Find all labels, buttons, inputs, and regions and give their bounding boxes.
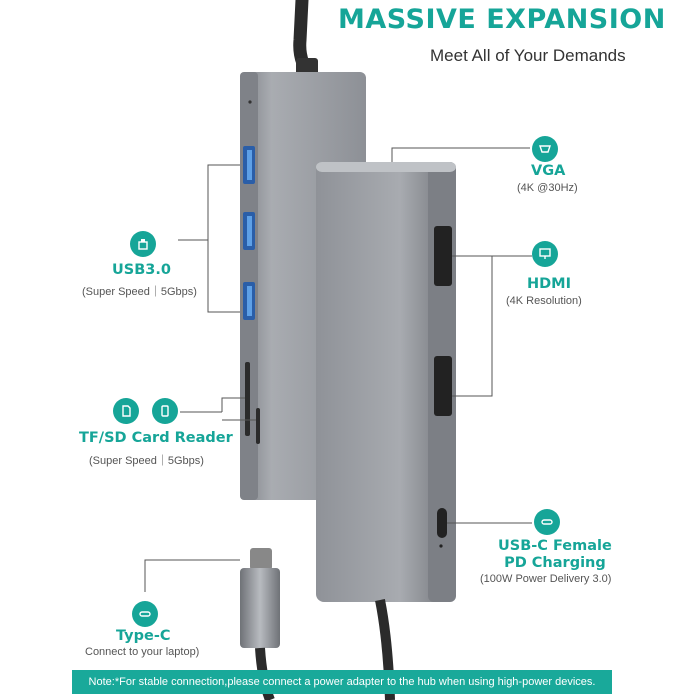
hdmi-sub: (4K Resolution) xyxy=(506,295,582,307)
usb-icon xyxy=(130,231,156,257)
usb3-label: USB3.0 xyxy=(112,262,171,278)
vga-label: VGA xyxy=(531,163,566,179)
type-c-sub: Connect to your laptop) xyxy=(85,646,200,658)
vga-sub: (4K @30Hz) xyxy=(517,182,578,194)
card-reader-label: TF/SD Card Reader xyxy=(79,430,233,446)
usb-c-pd-label: USB-C Female PD Charging xyxy=(498,538,612,571)
note-banner: Note:*For stable connection,please conne… xyxy=(72,670,612,694)
vga-icon xyxy=(532,136,558,162)
usb-c-pd-icon xyxy=(534,509,560,535)
card-reader-sub: (Super Speed｜5Gbps) xyxy=(89,455,204,467)
monitor-icon xyxy=(532,241,558,267)
page-subtitle: Meet All of Your Demands xyxy=(430,46,626,65)
tf-card-icon xyxy=(152,398,178,424)
type-c-icon xyxy=(132,601,158,627)
usb3-sub: (Super Speed｜5Gbps) xyxy=(82,286,197,298)
hdmi-label: HDMI xyxy=(527,276,571,292)
type-c-label: Type-C xyxy=(116,628,171,644)
sd-card-icon xyxy=(113,398,139,424)
usb-c-pd-sub: (100W Power Delivery 3.0) xyxy=(480,573,612,585)
page-title: MASSIVE EXPANSION xyxy=(338,4,666,35)
